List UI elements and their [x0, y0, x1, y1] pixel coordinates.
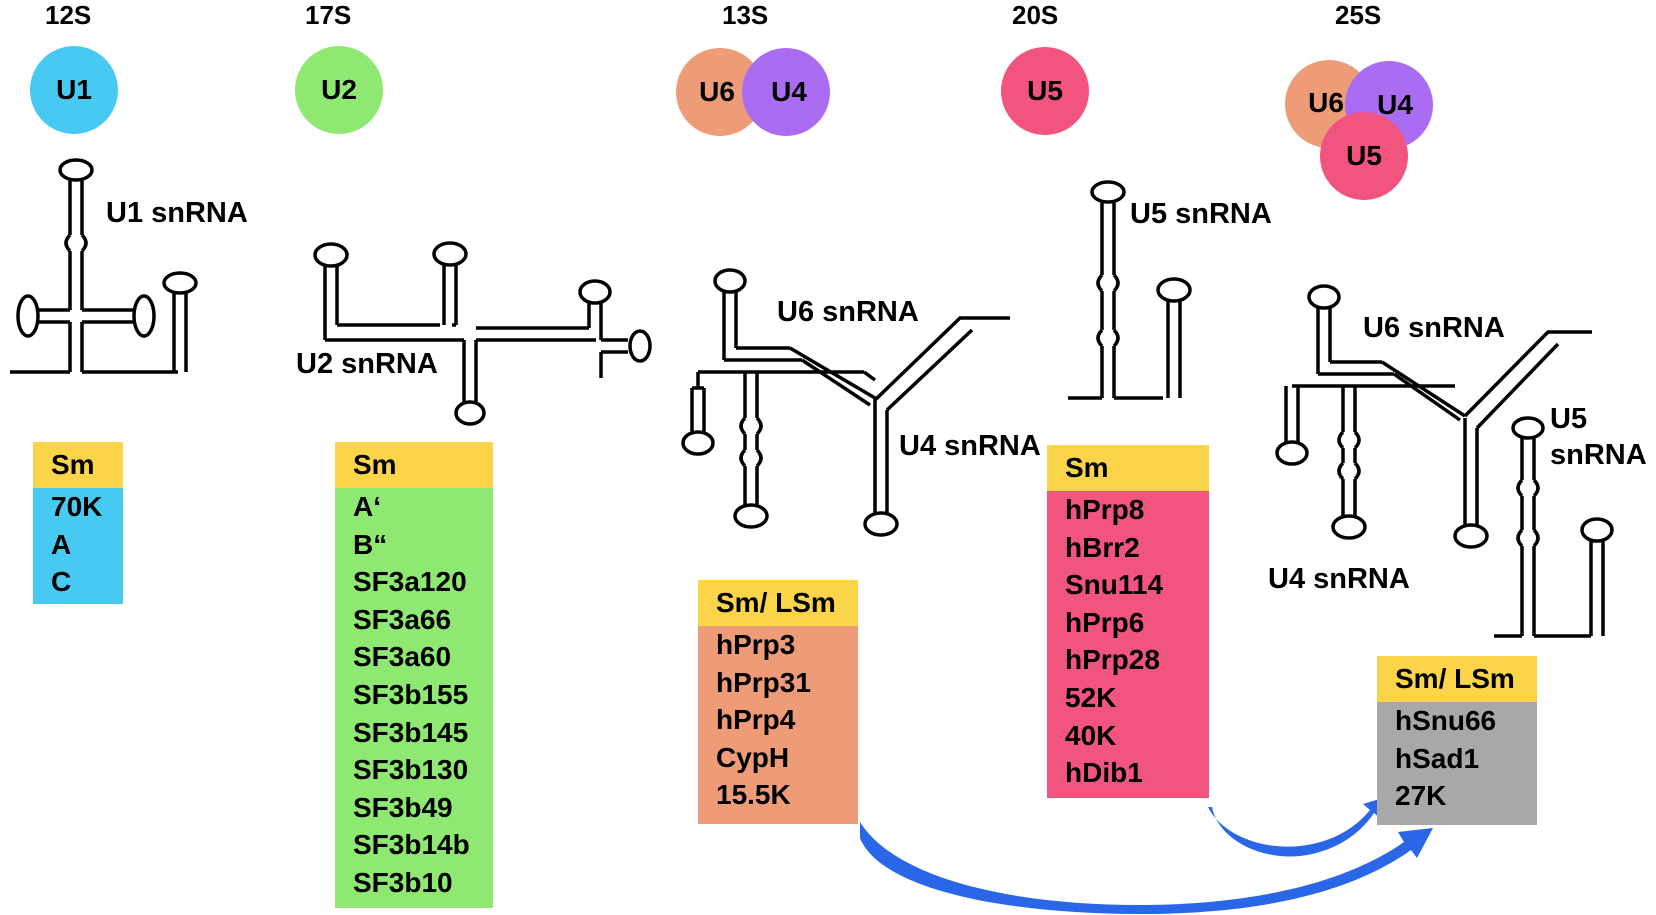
protein-item: hPrp31: [716, 666, 811, 698]
protein-item: SF3b10: [353, 866, 453, 898]
sedimentation-12s: 12S: [45, 0, 92, 30]
protein-item: SF3b49: [353, 791, 453, 823]
protein-box-12s: Sm 70K A C: [33, 442, 123, 604]
protein-item: 15.5K: [716, 779, 791, 811]
u6-u4-snrna-structure: [681, 268, 1010, 537]
u4-label: U4: [771, 76, 807, 107]
protein-item: SF3b155: [353, 678, 469, 710]
protein-item: 27K: [1395, 780, 1447, 812]
protein-item: A: [51, 528, 72, 560]
protein-box-header: Sm/ LSm: [698, 580, 858, 626]
protein-box-header: Sm: [335, 442, 493, 488]
u2-snrnp-circle: U2: [295, 46, 383, 134]
protein-item: 70K: [51, 491, 103, 522]
arrow-20s-to-25s: [1208, 798, 1383, 857]
protein-item: hBrr2: [1065, 531, 1140, 563]
u1-snrna-structure: [10, 158, 198, 374]
protein-list: hSnu66 hSad1 27K: [1377, 702, 1537, 825]
protein-box-header: Sm: [33, 442, 123, 488]
protein-item: B“: [353, 528, 388, 560]
sedimentation-13s: 13S: [722, 0, 769, 30]
protein-item: hPrp28: [1065, 644, 1160, 676]
protein-item: A‘: [353, 491, 381, 522]
u6-snrna-label-25s: U6 snRNA: [1363, 312, 1505, 344]
protein-box-header: Sm/ LSm: [1377, 656, 1537, 702]
u2-snrna-structure: [313, 241, 652, 426]
u4-snrna-label-25s: U4 snRNA: [1268, 563, 1410, 595]
u6-u4-u5-snrna-structure: [1275, 284, 1614, 638]
u1-snrna-label: U1 snRNA: [106, 197, 248, 229]
protein-item: SF3a66: [353, 603, 452, 635]
protein-box-25s: Sm/ LSm hSnu66 hSad1 27K: [1377, 656, 1537, 825]
protein-item: SF3b130: [353, 754, 469, 786]
u2-snrna-label: U2 snRNA: [296, 348, 438, 380]
protein-item: hDib1: [1065, 757, 1143, 789]
u6-snrna-label-13s: U6 snRNA: [777, 296, 919, 328]
protein-item: hSnu66: [1395, 705, 1497, 736]
protein-item: SF3a60: [353, 641, 452, 673]
u4-label-25s: U4: [1377, 89, 1413, 120]
protein-item: hPrp6: [1065, 606, 1145, 638]
protein-item: hSad1: [1395, 742, 1480, 774]
protein-item: SF3b145: [353, 716, 469, 748]
protein-list: A‘ B“ SF3a120 SF3a66 SF3a60 SF3b155 SF3b…: [335, 488, 493, 908]
u1-snrnp-circle: U1: [30, 46, 118, 134]
protein-item: SF3a120: [353, 566, 467, 598]
protein-item: hPrp8: [1065, 494, 1145, 525]
arrow-13s-to-25s: [860, 822, 1433, 914]
u6-label: U6: [699, 76, 735, 107]
protein-item: 40K: [1065, 719, 1117, 751]
protein-list: hPrp8 hBrr2 Snu114 hPrp6 hPrp28 52K 40K …: [1047, 491, 1209, 798]
protein-item: hPrp3: [716, 629, 796, 660]
u4-snrnp-circle: U4: [742, 48, 830, 136]
protein-box-13s: Sm/ LSm hPrp3 hPrp31 hPrp4 CypH 15.5K: [698, 580, 858, 824]
u4-snrna-label-13s: U4 snRNA: [899, 430, 1041, 462]
protein-item: 52K: [1065, 681, 1117, 713]
u5-snrnp-circle: U5: [1001, 47, 1089, 135]
assembly-arrows: [860, 798, 1433, 914]
protein-item: SF3b14b: [353, 829, 470, 861]
sedimentation-25s: 25S: [1335, 0, 1382, 30]
protein-item: Snu114: [1065, 569, 1164, 601]
protein-box-17s: Sm A‘ B“ SF3a120 SF3a66 SF3a60 SF3b155 S…: [335, 442, 493, 908]
u5-snrna-label-25s-line2: snRNA: [1550, 439, 1647, 471]
u5-snrna-structure: [1068, 180, 1192, 400]
u5-snrna-label-25s-line1: U5: [1550, 403, 1588, 435]
protein-item: hPrp4: [716, 704, 796, 736]
protein-box-20s: Sm hPrp8 hBrr2 Snu114 hPrp6 hPrp28 52K 4…: [1047, 445, 1209, 798]
protein-box-header: Sm: [1047, 445, 1209, 491]
u5-snrna-label-20s: U5 snRNA: [1130, 198, 1272, 230]
sedimentation-20s: 20S: [1012, 0, 1059, 30]
protein-list: hPrp3 hPrp31 hPrp4 CypH 15.5K: [698, 626, 858, 824]
u5-snrnp-circle-25s: U5: [1320, 112, 1408, 200]
protein-item: C: [51, 566, 72, 598]
u6-label-25s: U6: [1308, 87, 1344, 118]
protein-item: CypH: [716, 741, 790, 773]
sedimentation-17s: 17S: [305, 0, 352, 30]
protein-list: 70K A C: [33, 488, 123, 604]
